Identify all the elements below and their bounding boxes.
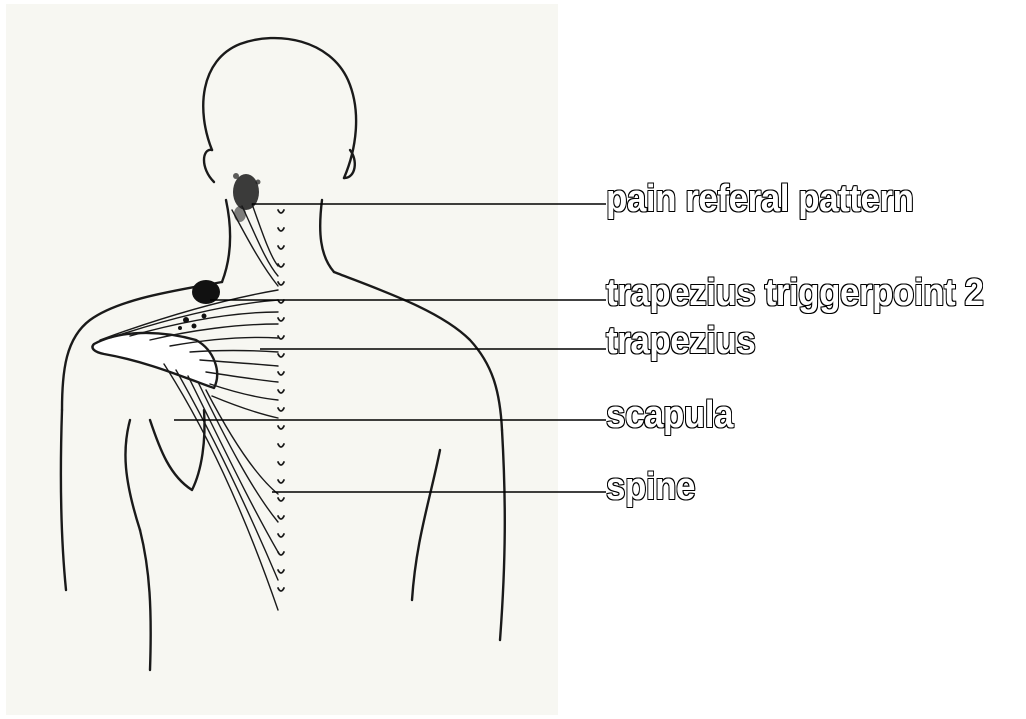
label-trapezius-triggerpoint-2: trapezius triggerpoint 2 — [606, 274, 983, 312]
left-arm-outer — [61, 410, 66, 590]
spine-vertebrae — [278, 210, 284, 591]
right-body-contour — [412, 450, 440, 600]
right-shoulder — [334, 272, 502, 430]
left-arm-inner — [140, 530, 151, 670]
label-trapezius: trapezius — [606, 322, 755, 360]
trapezius-fibers — [100, 204, 278, 610]
leader-lines — [174, 204, 606, 492]
scapula-lower — [150, 410, 205, 490]
neck-right — [320, 200, 334, 272]
head-outline — [203, 38, 356, 178]
neck-left — [222, 200, 230, 282]
label-spine: spine — [606, 468, 695, 506]
label-scapula: scapula — [606, 396, 733, 434]
left-ear — [204, 150, 214, 182]
label-pain-referal-pattern: pain referal pattern — [606, 180, 913, 218]
right-arm-outer — [500, 430, 505, 640]
left-torso-contour — [125, 420, 140, 530]
